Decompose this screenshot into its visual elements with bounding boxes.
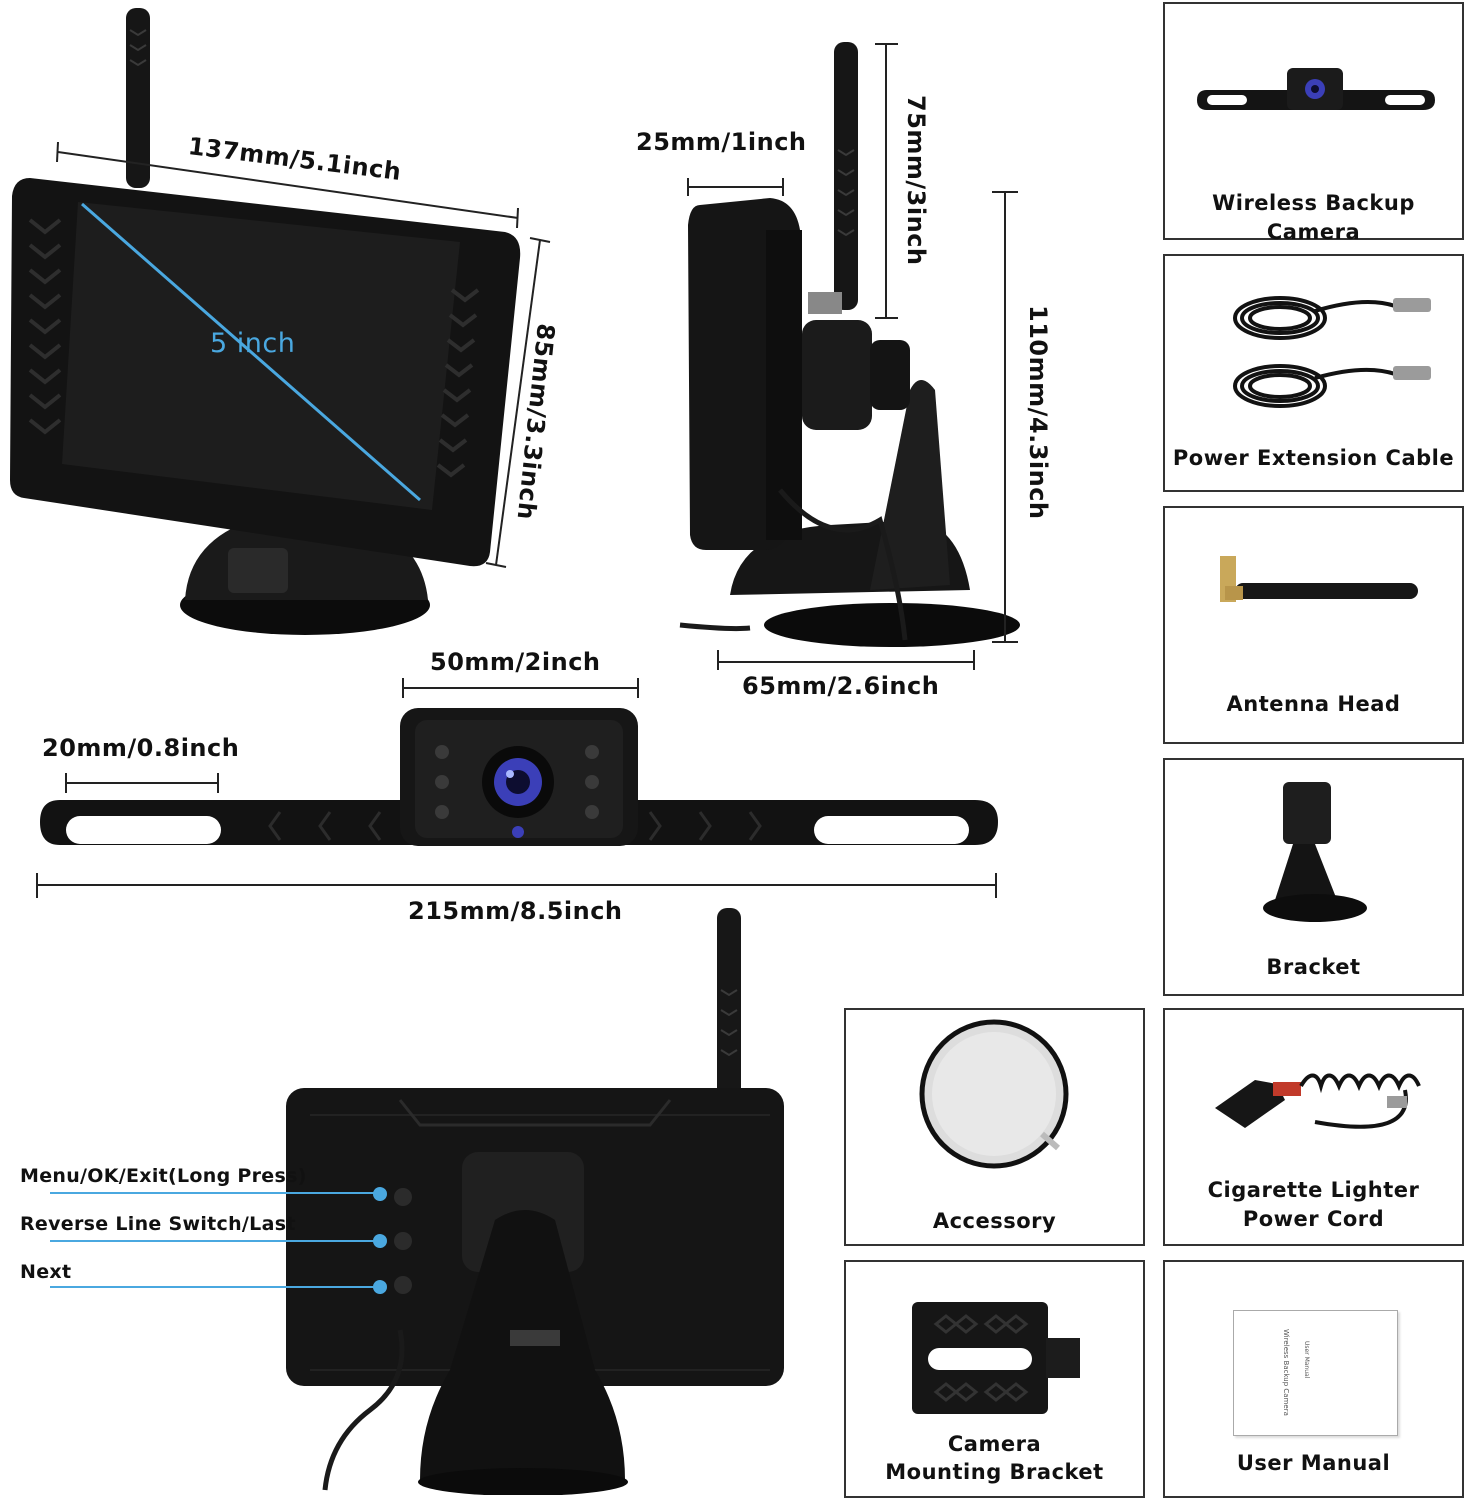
reverse-line-switch-label: Reverse Line Switch/Last (20, 1213, 296, 1235)
total-height-label: 110mm/4.3inch (1024, 305, 1052, 520)
accessory-card-mounting-bracket: Camera Mounting Bracket (844, 1260, 1145, 1498)
mounting-bracket-label-line1: Camera (947, 1432, 1042, 1456)
backup-camera-icon (1197, 68, 1435, 110)
camera-width-label: 50mm/2inch (430, 648, 601, 676)
accessory-card-backup-camera: Wireless Backup Camera (1163, 2, 1464, 244)
user-manual-label: User Manual (1236, 1451, 1391, 1475)
accessory-label: Accessory (932, 1209, 1057, 1233)
mounting-plate-icon (912, 1302, 1080, 1414)
next-button-label: Next (20, 1261, 72, 1283)
bracket-height-label: 20mm/0.8inch (42, 734, 240, 762)
screen-diagonal-label: 5 inch (210, 328, 296, 359)
adhesive-disc-icon (919, 1019, 1069, 1169)
antenna-length-label: 75mm/3inch (902, 95, 930, 266)
accessory-card-antenna: Antenna Head (1163, 506, 1464, 744)
accessory-card-car-charger: Cigarette Lighter Power Cord (1163, 1008, 1464, 1246)
base-width-label: 65mm/2.6inch (742, 672, 940, 700)
car-charger-label-line1: Cigarette Lighter (1207, 1178, 1420, 1202)
manual-cover-title: Wireless Backup Camera (1282, 1329, 1290, 1416)
bracket-width-label: 215mm/8.5inch (408, 897, 623, 925)
accessory-card-user-manual: Wireless Backup Camera User Manual User … (1163, 1260, 1464, 1498)
backup-camera-label: Wireless Backup Camera (1212, 191, 1415, 244)
monitor-front-view (0, 0, 560, 660)
accessory-card-power-cable: Power Extension Cable (1163, 254, 1464, 492)
manual-cover-subtitle: User Manual (1303, 1341, 1310, 1379)
accessory-card-adhesive: Accessory (844, 1008, 1145, 1246)
accessory-card-bracket: Bracket (1163, 758, 1464, 996)
license-plate-camera-view (30, 670, 1010, 900)
antenna-head-label: Antenna Head (1226, 692, 1401, 716)
mounting-bracket-label-line2: Mounting Bracket (885, 1460, 1104, 1484)
monitor-back-view (270, 900, 820, 1495)
power-cable-label: Power Extension Cable (1172, 446, 1455, 470)
antenna-icon (1220, 556, 1418, 602)
cable-icon (1233, 296, 1431, 408)
car-charger-label-line2: Power Cord (1242, 1207, 1385, 1231)
side-depth-label: 25mm/1inch (636, 128, 807, 156)
manual-icon: Wireless Backup Camera User Manual (1233, 1310, 1398, 1436)
car-charger-icon (1215, 1073, 1421, 1129)
button-callouts (20, 1160, 390, 1300)
suction-bracket-icon (1263, 782, 1367, 922)
monitor-side-view (670, 30, 1050, 670)
menu-ok-exit-label: Menu/OK/Exit(Long Press) (20, 1165, 307, 1187)
bracket-label: Bracket (1266, 955, 1361, 979)
